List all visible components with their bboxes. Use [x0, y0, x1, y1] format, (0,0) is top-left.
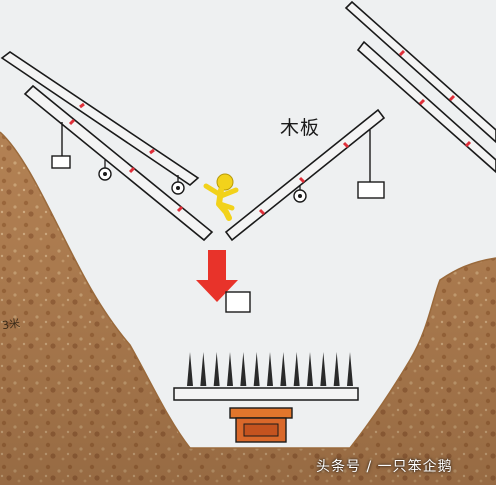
board-label: 木板 — [280, 117, 321, 139]
right-pulley-hub — [298, 194, 302, 198]
soil-shade — [0, 132, 496, 485]
mid-pulley-hub — [176, 186, 180, 190]
spike — [187, 352, 193, 386]
spike — [320, 352, 327, 386]
spike — [293, 352, 300, 386]
down-arrow — [196, 250, 238, 302]
falling-person — [203, 173, 239, 221]
left-board-upper — [0, 51, 200, 187]
spike-row — [187, 352, 353, 386]
far-right-board-lower — [356, 40, 496, 174]
spike — [240, 352, 247, 386]
left-counterweight — [51, 155, 71, 169]
falling-block — [225, 291, 251, 313]
left-pulley-hub — [103, 172, 107, 176]
spike — [267, 352, 273, 386]
watermark: 头条号 / 一只笨企鹅 — [316, 459, 453, 475]
left-board-lower — [23, 84, 214, 242]
spike — [307, 352, 313, 386]
base-platform — [229, 407, 293, 443]
far-right-board-upper — [344, 0, 496, 144]
spike — [200, 352, 207, 386]
spike — [253, 352, 260, 386]
spike — [227, 352, 233, 386]
depth-label: 3米 — [1, 316, 21, 333]
spike — [333, 352, 340, 386]
pit-edge — [0, 131, 496, 449]
right-counterweight — [357, 181, 385, 199]
right-board-center — [224, 108, 386, 242]
spike — [347, 352, 353, 386]
spike — [280, 352, 287, 386]
spike — [213, 352, 220, 386]
spike-plate — [173, 387, 359, 401]
